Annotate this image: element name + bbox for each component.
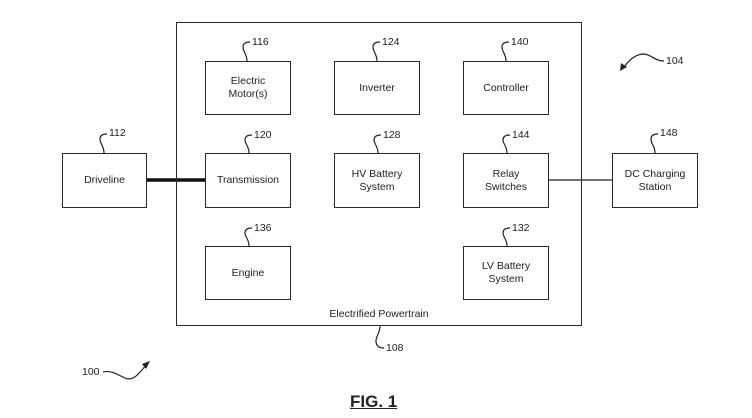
leader-108 bbox=[375, 325, 385, 349]
ref-120: 120 bbox=[254, 129, 272, 141]
figure-caption: FIG. 1 bbox=[350, 392, 398, 411]
block-electric-motor: Electric Motor(s) bbox=[205, 61, 291, 115]
leader-116 bbox=[242, 41, 251, 62]
ref-148: 148 bbox=[660, 127, 678, 139]
block-engine: Engine bbox=[205, 246, 291, 300]
block-inverter: Inverter bbox=[334, 61, 420, 115]
leader-140 bbox=[501, 41, 510, 62]
ref-108: 108 bbox=[386, 342, 404, 354]
leader-124 bbox=[372, 41, 381, 62]
leader-128 bbox=[373, 134, 382, 154]
block-driveline: Driveline bbox=[62, 153, 147, 208]
ref-140: 140 bbox=[511, 36, 529, 48]
electrified-powertrain-boundary bbox=[176, 22, 582, 326]
ref-128: 128 bbox=[383, 129, 401, 141]
block-transmission: Transmission bbox=[205, 153, 291, 208]
leader-136 bbox=[244, 227, 253, 247]
block-lv-battery-system: LV Battery System bbox=[463, 246, 549, 300]
ref-144: 144 bbox=[512, 129, 530, 141]
block-relay-switches: Relay Switches bbox=[463, 153, 549, 208]
ref-132: 132 bbox=[512, 222, 530, 234]
leader-112 bbox=[99, 133, 108, 154]
leader-144 bbox=[502, 134, 511, 154]
ref-116: 116 bbox=[252, 36, 269, 48]
leader-132 bbox=[502, 227, 511, 247]
block-controller: Controller bbox=[463, 61, 549, 115]
leader-100 bbox=[102, 363, 148, 380]
ref-124: 124 bbox=[382, 36, 400, 48]
ref-100: 100 bbox=[82, 366, 100, 378]
ref-136: 136 bbox=[254, 222, 272, 234]
block-hv-battery-system: HV Battery System bbox=[334, 153, 420, 208]
leader-120 bbox=[244, 134, 253, 154]
arrowhead-104 bbox=[620, 63, 627, 71]
leader-148 bbox=[650, 133, 659, 154]
ref-112: 112 bbox=[109, 127, 126, 139]
block-dc-charging-station: DC Charging Station bbox=[612, 153, 698, 208]
arrowhead-100 bbox=[142, 361, 150, 369]
leader-104 bbox=[622, 53, 665, 69]
electrified-powertrain-label: Electrified Powertrain bbox=[329, 308, 429, 320]
ref-104: 104 bbox=[666, 55, 684, 67]
